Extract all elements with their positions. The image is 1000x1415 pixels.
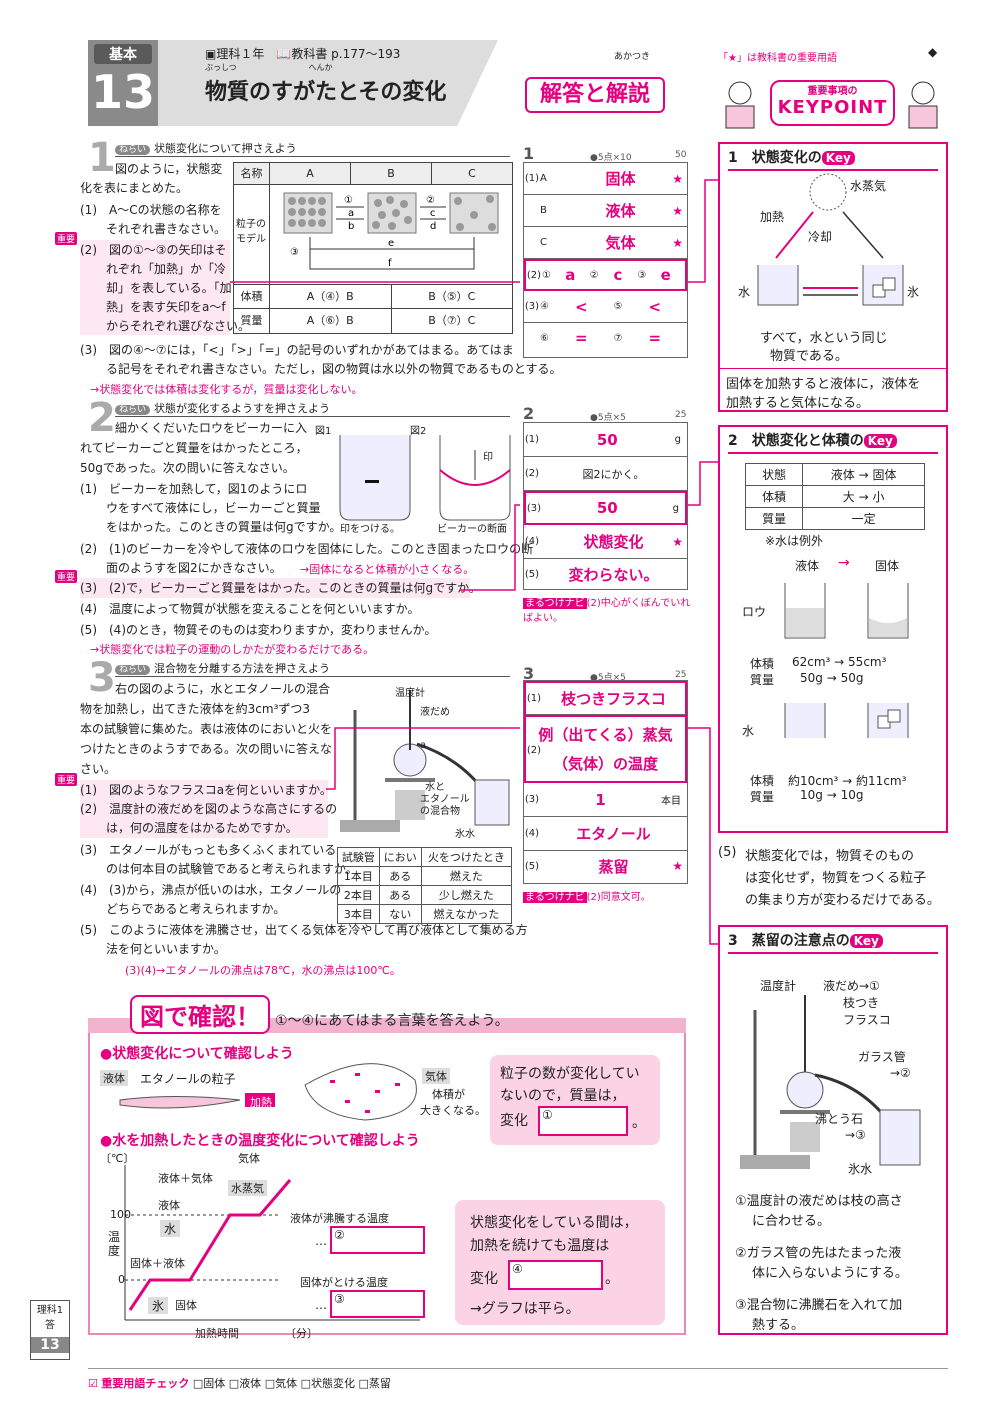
unit-number: 13 (90, 65, 155, 119)
section-1-number: 1 (88, 135, 116, 181)
book-icon: 📖 (276, 47, 292, 61)
particle-model: ① a b ② c d e f ③ (283, 192, 499, 270)
checkbox-term[interactable]: □液体 (228, 1377, 262, 1390)
page-title: 物質のすがたとその変化 (205, 80, 447, 105)
distillation-apparatus (340, 690, 510, 832)
unit-kind: 基本 (94, 44, 152, 64)
answer-title: 解答と解説 (525, 77, 665, 113)
checkbox-term[interactable]: □固体 (192, 1377, 226, 1390)
title-ruby: ぶっしつ へんか (205, 63, 333, 72)
term-check: ☑ 重要用語チェック □固体 □液体 □気体 □状態変化 □蒸留 (88, 1377, 391, 1390)
keypoint-3 (718, 925, 948, 1335)
state-cycle-diagram (757, 173, 904, 306)
question-highlight (80, 240, 230, 335)
header-band (158, 40, 498, 126)
arrow-label-f: f (388, 258, 392, 269)
arrow-label-e: e (388, 238, 394, 249)
arrow-label-n1: ① (344, 195, 353, 206)
checkbox-term[interactable]: □気体 (264, 1377, 298, 1390)
subject-icon: ▣ (205, 47, 217, 61)
arrow-label-n2: ② (426, 195, 435, 206)
answer-2-navi: まるつけナビ(2)中心がくぼんでいればよい。 (523, 598, 691, 624)
beaker-figures (339, 435, 511, 521)
blank-4[interactable]: ④ (508, 1260, 603, 1290)
wax-water-beakers (784, 583, 909, 738)
figure-check-box (88, 1033, 686, 1335)
temperature-graph (124, 1165, 420, 1321)
important-badge: 重要 (55, 232, 78, 245)
check-icon: ☑ (88, 1377, 98, 1390)
section-1-aim: ねらい状態変化について押さえよう (115, 140, 510, 157)
section-2-aim: ねらい状態が変化するようすを押さえよう (115, 400, 510, 417)
page-footer-tab: 理科1 答 13 (30, 1300, 70, 1360)
arrow-label-b: b (348, 221, 354, 232)
ethanol-bag-diagram (119, 1063, 417, 1121)
figure-check-title: 図で確認！ (130, 995, 270, 1034)
distillation-keypoint-diagram (740, 995, 921, 1169)
header-meta: ▣理科１年 📖教科書 p.177〜193 (205, 47, 401, 61)
test-tube-table: 試験管におい火をつけたとき 1本目ある燃えた 2本目ある少し燃えた 3本目ない燃… (337, 847, 513, 924)
arrow-label-n3: ③ (290, 247, 299, 258)
keypoint-1 (718, 142, 948, 412)
arrow-icon: → (838, 555, 850, 571)
arrow-label-a: a (348, 208, 354, 219)
section-3-aim: ねらい混合物を分離する方法を押さえよう (115, 660, 510, 677)
state-table: 名称 A B C 粒子のモデル ① a b ② c d e (233, 162, 513, 334)
answer-3-navi: まるつけナビ(2)同意文可。 (523, 892, 651, 903)
blank-1[interactable]: ① (538, 1106, 628, 1136)
arrow-label-c: c (430, 208, 436, 219)
volume-table: 状態液体 → 固体 体積大 → 小 質量一定 (744, 463, 925, 530)
arrow-label-d: d (430, 221, 436, 232)
unit-tab: 基本 13 (88, 40, 158, 126)
keypoint-2 (718, 425, 948, 833)
blank-3[interactable]: ③ (330, 1290, 425, 1318)
checkbox-term[interactable]: □蒸留 (358, 1377, 391, 1390)
keypoint-illustration (725, 81, 938, 129)
blank-2[interactable]: ② (330, 1226, 425, 1254)
brand: あかつき (614, 52, 651, 62)
checkbox-term[interactable]: □状態変化 (300, 1377, 355, 1390)
diamond-icon: ◆ (928, 45, 938, 59)
keypoint-note: 「★」は教科書の重要用語 (718, 53, 837, 64)
